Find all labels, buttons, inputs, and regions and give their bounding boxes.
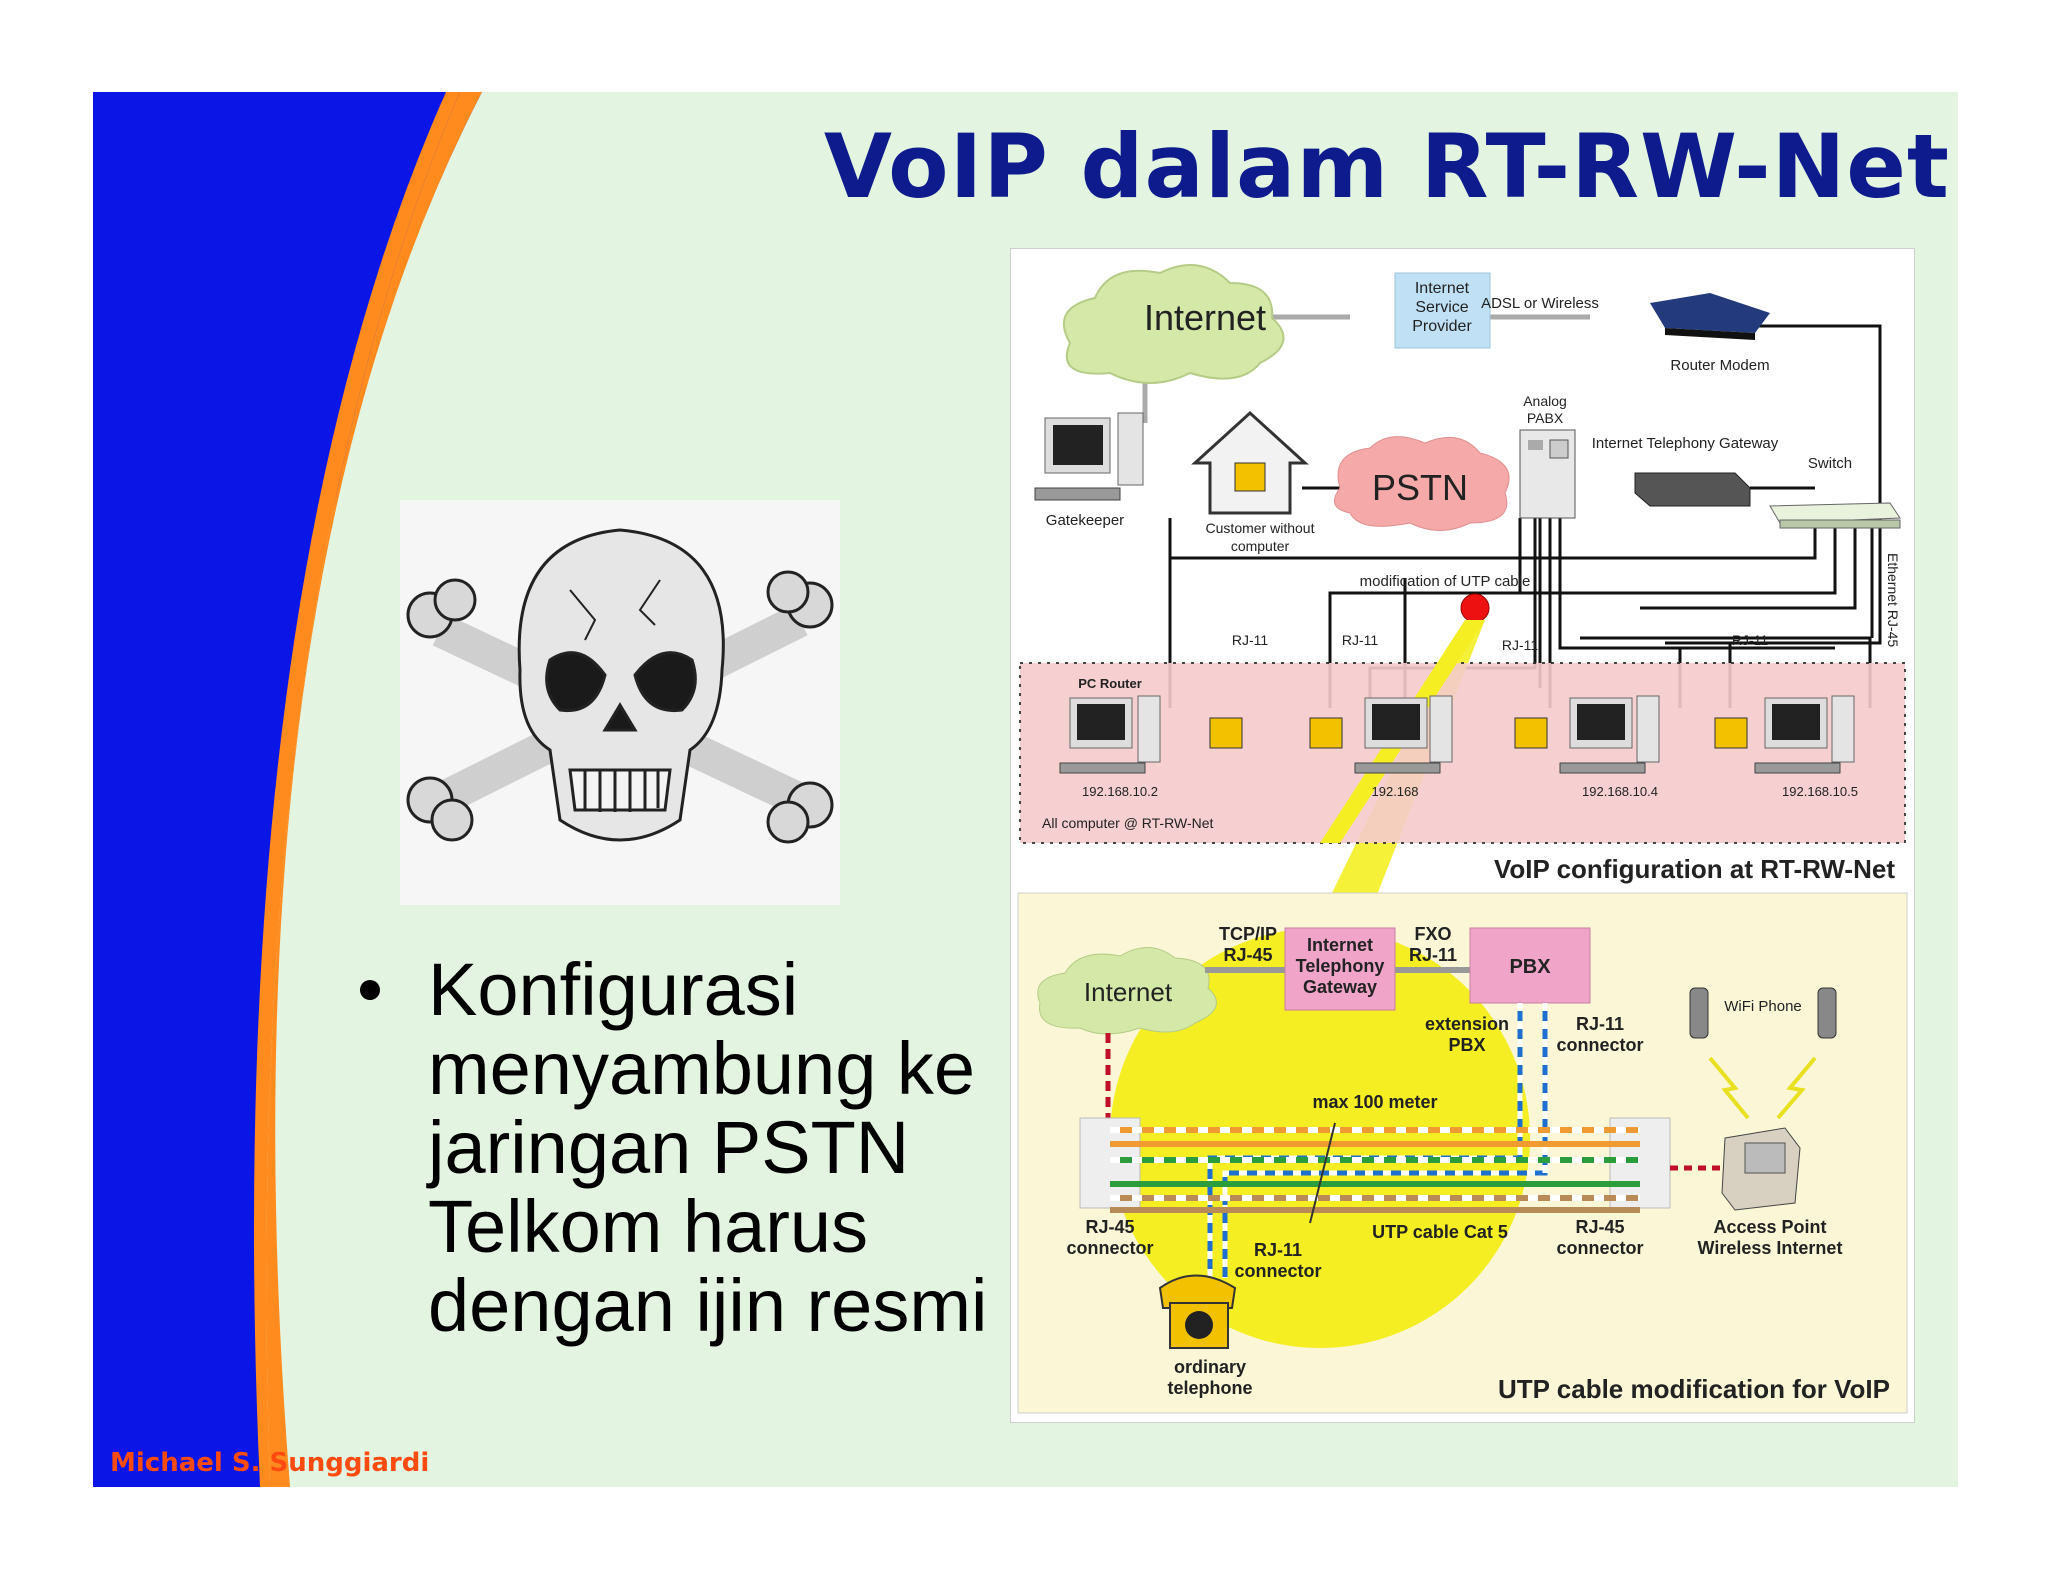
ip-label-2: 192.168 [1372,784,1419,799]
fxo-label-1: FXO [1414,924,1451,944]
gatekeeper-label: Gatekeeper [1046,512,1124,529]
rj45-left-label-1: RJ-45 [1085,1217,1134,1237]
ip-label-3: 192.168.10.4 [1582,784,1658,799]
router-modem-label: Router Modem [1670,357,1769,374]
customer-label-1: Customer without [1206,520,1315,536]
router-modem-icon [1650,293,1770,340]
rj11-label-3: RJ-11 [1502,637,1539,653]
rj45-right-label-1: RJ-45 [1575,1217,1624,1237]
itg-label-1: Internet [1307,935,1373,955]
blue-band [93,92,482,1487]
tcpip-label-1: TCP/IP [1219,924,1277,944]
all-computer-label: All computer @ RT-RW-Net [1042,815,1213,831]
bottom-internet-cloud-icon [1037,947,1217,1035]
extension-label-1: extension [1425,1014,1509,1034]
itg-top-label: Internet Telephony Gateway [1592,435,1779,452]
workstation-2-icon [1309,695,1453,774]
ethernet-label: Ethernet RJ-45 [1885,553,1901,647]
max-distance-label: max 100 meter [1312,1092,1437,1112]
ordinary-label-2: telephone [1167,1378,1252,1398]
modification-point-icon [1460,593,1490,623]
workstation-1-icon [1059,695,1243,774]
bullet-text: Konfigurasi menyambung ke jaringan PSTN … [428,948,988,1347]
pabx-label-2: PABX [1527,410,1564,426]
rj11-label-2: RJ-11 [1342,632,1379,648]
tcpip-label-2: RJ-45 [1223,945,1272,965]
bottom-internet-label: Internet [1084,977,1173,1007]
pc-router-label: PC Router [1078,676,1142,691]
ordinary-label-1: ordinary [1174,1357,1246,1377]
workstation-3-icon [1514,695,1660,774]
isp-label-2: Service [1415,299,1468,316]
internet-cloud-icon [1062,264,1285,384]
rj11-bottom-label-1: RJ-11 [1254,1240,1302,1260]
ip-label-4: 192.168.10.5 [1782,784,1858,799]
internet-label: Internet [1144,297,1266,338]
extension-label-2: PBX [1448,1035,1485,1055]
voip-diagram: Internet Internet Service Provider ADSL … [1010,248,1915,1423]
zoom-circle [1110,928,1530,1348]
adsl-label: ADSL or Wireless [1481,295,1599,312]
access-point-label-2: Wireless Internet [1698,1238,1843,1258]
pstn-label: PSTN [1372,467,1468,508]
slide-title: VoIP dalam RT-RW-Net [823,115,1950,218]
itg-label-3: Gateway [1303,977,1377,997]
wifi-phone-label: WiFi Phone [1724,998,1802,1015]
rj45-left-label-2: connector [1066,1238,1153,1258]
utp-label: UTP cable Cat 5 [1372,1222,1508,1242]
isp-label-1: Internet [1415,280,1470,297]
rj11-bottom-label-2: connector [1234,1261,1321,1281]
isp-label-3: Provider [1412,318,1472,335]
access-point-icon [1721,1127,1801,1211]
rj11-label-1: RJ-11 [1232,632,1269,648]
bullet-dot [360,980,380,1000]
rj11-label-4: RJ-11 [1732,632,1769,648]
house-icon [1191,410,1309,515]
pbx-box [1469,927,1591,1004]
pstn-cloud-icon [1333,436,1510,531]
pbx-label: PBX [1509,956,1551,978]
access-point-label-1: Access Point [1713,1217,1826,1237]
switch-icon [1769,502,1901,529]
switch-label: Switch [1808,455,1852,472]
gatekeeper-computer-icon [1034,412,1144,501]
ip-label-1: 192.168.10.2 [1082,784,1158,799]
rj11-connector-label-2: connector [1556,1035,1643,1055]
rj45-right-label-2: connector [1556,1238,1643,1258]
fxo-label-2: RJ-11 [1409,945,1457,965]
pabx-label-1: Analog [1523,393,1567,409]
skull-crossbones-icon [400,500,840,905]
wifi-phone-icon [1689,987,1837,1039]
max-distance-pointer [1309,1122,1336,1224]
workstation-4-icon [1714,695,1855,774]
rj11-connector-label-1: RJ-11 [1576,1014,1624,1034]
wireless-signal-icon [1708,1056,1817,1120]
isp-box [1394,272,1491,349]
utp-cable-icon [1079,1117,1671,1213]
itg-label-2: Telephony [1296,956,1385,976]
author-label: Michael S. Sunggiardi [110,1448,430,1478]
top-caption: VoIP configuration at RT-RW-Net [1494,854,1895,884]
ordinary-telephone-icon [1158,1274,1237,1349]
itg-box [1284,927,1396,1011]
rtrw-zone [1019,662,1906,844]
modification-label: modification of UTP cable [1360,573,1531,590]
bottom-caption: UTP cable modification for VoIP [1498,1374,1890,1404]
pabx-cabinet-icon [1519,429,1576,519]
customer-label-2: computer [1231,538,1290,554]
telephony-gateway-icon [1634,472,1751,507]
orange-arc-inner [253,92,460,1487]
